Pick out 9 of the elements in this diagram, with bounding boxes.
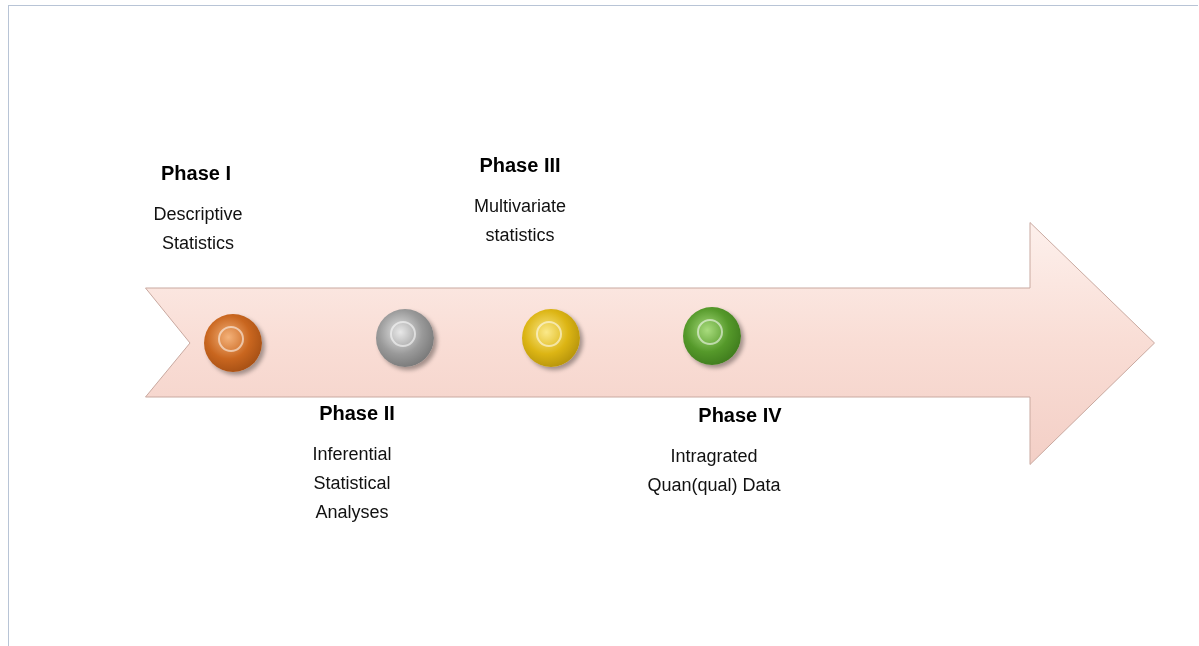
phase-heading: Phase III (478, 154, 562, 177)
phase-description: Descriptive Statistics (152, 203, 244, 255)
phase-heading: Phase IV (697, 404, 783, 427)
timeline-arrow (145, 222, 1155, 465)
phase-description: Inferential Statistical Analyses (311, 443, 393, 524)
phase-heading: Phase I (159, 162, 232, 185)
phase-description: Intragrated Quan(qual) Data (646, 445, 782, 497)
phase-description: Multivariate statistics (473, 195, 567, 247)
phase-heading: Phase II (318, 402, 396, 425)
